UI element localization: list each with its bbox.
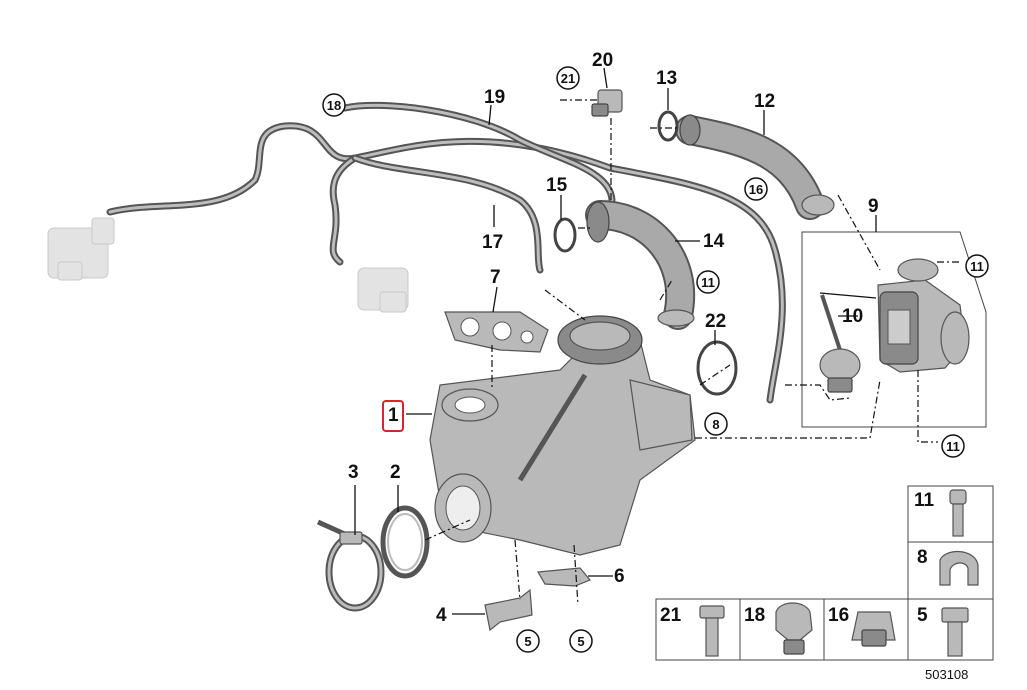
sensor-20 bbox=[591, 89, 623, 117]
circled-label-11-c[interactable]: 11 bbox=[941, 434, 965, 458]
leader-lines bbox=[354, 67, 877, 615]
svg-text:5: 5 bbox=[577, 634, 584, 649]
pipe-12 bbox=[675, 114, 835, 220]
spring-clip-icon bbox=[851, 611, 896, 647]
label-20[interactable]: 20 bbox=[592, 50, 613, 71]
svg-text:11: 11 bbox=[970, 259, 984, 274]
label-2[interactable]: 2 bbox=[390, 462, 401, 483]
label-6[interactable]: 6 bbox=[614, 566, 625, 587]
label-7[interactable]: 7 bbox=[490, 267, 501, 288]
label-19[interactable]: 19 bbox=[484, 87, 505, 108]
circled-label-5-a[interactable]: 5 bbox=[516, 629, 540, 653]
ghost-connector-mid bbox=[357, 267, 409, 313]
label-17[interactable]: 17 bbox=[482, 232, 503, 253]
circled-label-18[interactable]: 18 bbox=[322, 93, 346, 117]
legend-cell-18: 18 bbox=[744, 605, 765, 626]
o-ring-13 bbox=[657, 110, 679, 142]
label-13[interactable]: 13 bbox=[656, 68, 677, 89]
circled-label-8[interactable]: 8 bbox=[704, 412, 728, 436]
gasket-2 bbox=[380, 505, 430, 579]
svg-text:11: 11 bbox=[946, 439, 960, 454]
label-15[interactable]: 15 bbox=[546, 175, 568, 196]
label-12[interactable]: 12 bbox=[754, 91, 775, 112]
svg-text:21: 21 bbox=[561, 71, 575, 86]
svg-text:16: 16 bbox=[749, 182, 763, 197]
part-numbers: 1 2 3 4 6 7 9 10 12 13 14 15 17 19 20 22 bbox=[348, 50, 879, 626]
label-3[interactable]: 3 bbox=[348, 462, 359, 483]
svg-text:5: 5 bbox=[524, 634, 531, 649]
actuator-10 bbox=[819, 294, 861, 393]
bracket-4 bbox=[484, 588, 533, 632]
gasket-7 bbox=[444, 311, 549, 353]
highlight-label-1 bbox=[382, 400, 404, 432]
legend-cell-5: 5 bbox=[917, 605, 928, 626]
clamp-icon bbox=[939, 551, 979, 586]
label-10[interactable]: 10 bbox=[842, 306, 863, 327]
diagram-code: 503108 bbox=[925, 667, 968, 682]
hose-clip-icon bbox=[775, 602, 813, 655]
circled-label-21[interactable]: 21 bbox=[556, 66, 580, 90]
v-band-clamp-3 bbox=[316, 519, 385, 612]
fastener-legend: 11 8 21 18 16 5 bbox=[655, 485, 994, 661]
legend-cell-8: 8 bbox=[917, 547, 928, 568]
group-9-frame bbox=[801, 231, 987, 428]
circled-labels: 18 21 16 11 11 11 8 5 bbox=[322, 66, 989, 653]
bracket-6 bbox=[537, 567, 591, 587]
svg-text:11: 11 bbox=[701, 275, 715, 290]
label-22[interactable]: 22 bbox=[705, 311, 726, 332]
label-14[interactable]: 14 bbox=[703, 231, 725, 252]
legend-cell-21: 21 bbox=[660, 605, 682, 626]
dashed-leaders bbox=[424, 99, 960, 606]
cable-harness bbox=[106, 101, 786, 404]
circled-label-5-b[interactable]: 5 bbox=[569, 629, 593, 653]
svg-text:18: 18 bbox=[327, 98, 341, 113]
hex-bolt-icon bbox=[941, 607, 969, 657]
o-ring-22 bbox=[696, 340, 738, 396]
circled-label-11-a[interactable]: 11 bbox=[696, 270, 720, 294]
bolt-icon bbox=[949, 489, 967, 537]
turbocharger-1 bbox=[429, 315, 696, 556]
svg-text:8: 8 bbox=[712, 417, 719, 432]
circled-label-11-b[interactable]: 11 bbox=[965, 254, 989, 278]
label-9[interactable]: 9 bbox=[868, 196, 879, 217]
ghost-connector-left bbox=[47, 217, 115, 281]
legend-cell-16: 16 bbox=[828, 605, 849, 626]
circled-label-16[interactable]: 16 bbox=[744, 177, 768, 201]
o-ring-15 bbox=[553, 217, 577, 253]
label-4[interactable]: 4 bbox=[436, 605, 447, 626]
legend-cell-11: 11 bbox=[914, 490, 935, 511]
valve-9 bbox=[877, 258, 970, 373]
label-1[interactable]: 1 bbox=[388, 405, 399, 426]
pipe-14 bbox=[585, 200, 695, 330]
flange-bolt-icon bbox=[699, 605, 725, 657]
